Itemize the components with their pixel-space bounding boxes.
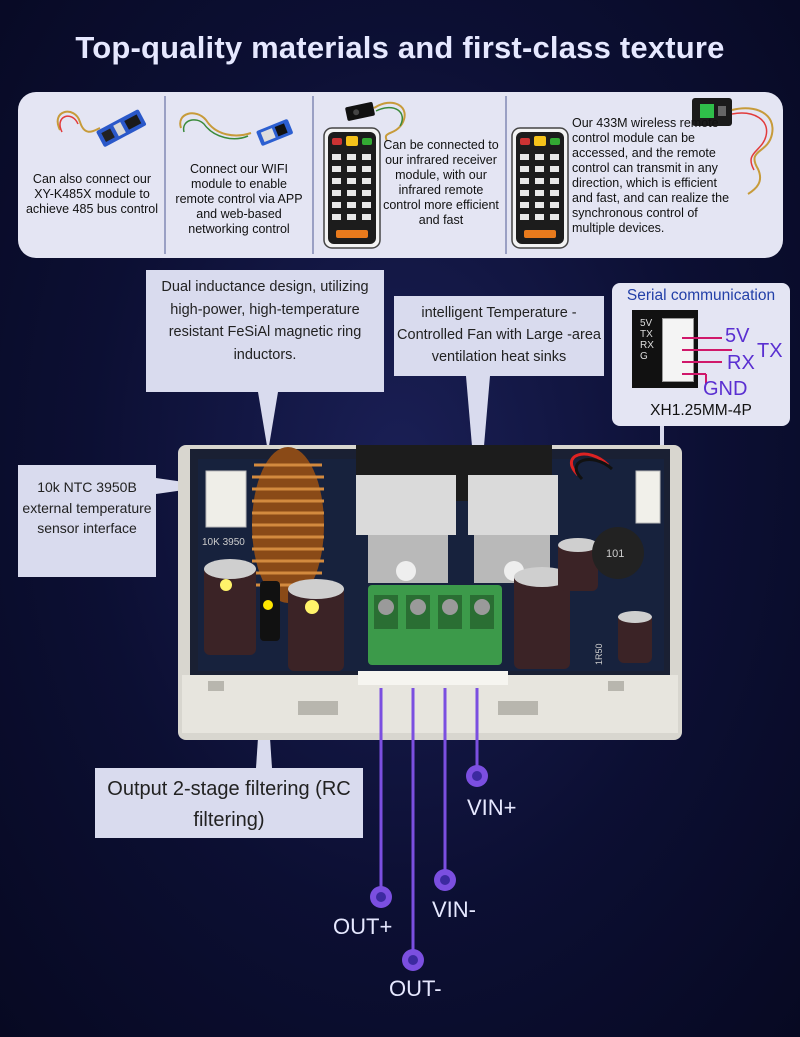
vin-minus-label: VIN- xyxy=(432,897,476,922)
out-plus-label: OUT+ xyxy=(333,914,393,939)
serial-title: Serial communication xyxy=(626,287,776,304)
serial-connector-label: XH1.25MM-4P xyxy=(650,402,752,419)
pin-label-tx: TX xyxy=(640,329,653,340)
pin-label-rx: RX xyxy=(640,340,654,351)
module-rs485-text: Can also connect our XY-K485X module to … xyxy=(25,172,159,216)
ntc-board-label: 10K 3950 xyxy=(202,537,245,548)
fan-callout: intelligent Temperature -Controlled Fan … xyxy=(394,296,604,376)
ntc-callout: 10k NTC 3950B external temperature senso… xyxy=(18,465,156,577)
wifi-module-image xyxy=(179,112,293,146)
converter-device-image: 10K 3950 xyxy=(178,445,682,740)
inductor-callout: Dual inductance design, utilizing high-p… xyxy=(146,270,384,392)
serial-tx-label: TX xyxy=(757,340,783,362)
433m-remote-image xyxy=(511,127,569,249)
inductor-callout-pointer xyxy=(258,392,278,452)
module-433m-text: Our 433M wireless remote control module … xyxy=(572,116,730,235)
vin-plus-label: VIN+ xyxy=(467,795,517,820)
serial-pin-labels: 5V TX RX G xyxy=(640,318,660,362)
module-ir-text: Can be connected to our infrared receive… xyxy=(383,138,499,227)
pin-label-5v: 5V xyxy=(640,318,653,329)
page-title: Top-quality materials and first-class te… xyxy=(75,30,725,65)
out-minus-label: OUT- xyxy=(389,976,442,1001)
filter-callout: Output 2-stage filtering (RC filtering) xyxy=(95,768,363,838)
serial-wire-lines xyxy=(682,337,732,384)
rs485-module-image xyxy=(56,109,147,147)
serial-rx-label: RX xyxy=(727,352,755,374)
serial-gnd-label: GND xyxy=(703,378,748,400)
strip-divider xyxy=(164,96,166,254)
433m-module-image xyxy=(692,98,774,195)
pin-label-g: G xyxy=(640,351,648,362)
serial-5v-label: 5V xyxy=(725,325,750,347)
module-wifi-text: Connect our WIFI module to enable remote… xyxy=(175,162,303,236)
inductor-code-label: 101 xyxy=(606,548,624,560)
module-strip xyxy=(18,92,783,258)
strip-divider xyxy=(505,96,507,254)
resistor-code-label: 1R50 xyxy=(594,643,604,665)
strip-divider xyxy=(312,96,314,254)
ir-remote-image xyxy=(323,101,406,249)
